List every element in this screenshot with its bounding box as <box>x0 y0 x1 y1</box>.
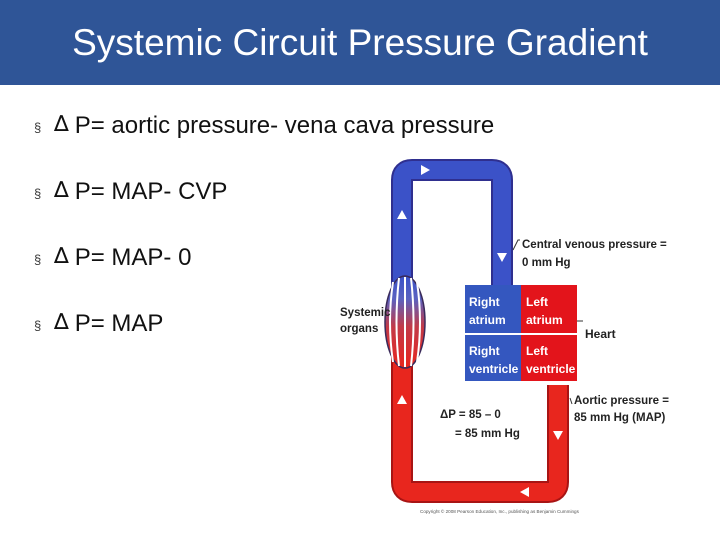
arrow-left-icon <box>520 487 529 497</box>
aortic-label-2: 85 mm Hg (MAP) <box>574 412 666 424</box>
heart-chambers: Right atrium Left atrium Right ventricle… <box>465 285 577 381</box>
right-atrium-label-1: Right <box>469 295 500 309</box>
right-atrium-box <box>465 285 521 333</box>
cvp-label-2: 0 mm Hg <box>522 257 571 269</box>
bullet-text: P= MAP <box>74 310 164 337</box>
arrow-down-icon <box>497 253 507 262</box>
left-ventricle-label-1: Left <box>526 344 548 358</box>
systemic-organs-icon <box>384 275 426 369</box>
arrow-down-icon <box>553 431 563 440</box>
delta-p-label-1: ΔP = 85 – 0 <box>440 409 501 421</box>
slide-title: Systemic Circuit Pressure Gradient <box>72 21 648 63</box>
bullet-marker: § <box>34 252 42 267</box>
arrow-up-icon <box>397 395 407 404</box>
left-ventricle-label-2: ventricle <box>526 362 576 376</box>
bullet-text: P= MAP- 0 <box>74 244 192 271</box>
systemic-organs-label-1: Systemic <box>340 307 391 319</box>
delta-symbol: ∆ <box>54 244 69 269</box>
bullet-item: § ∆ P= MAP- CVP <box>34 178 494 244</box>
right-ventricle-label-1: Right <box>469 344 500 358</box>
delta-p-label-2: = 85 mm Hg <box>455 428 520 440</box>
systemic-organs-label-2: organs <box>340 323 378 335</box>
cvp-label-1: Central venous pressure = <box>522 239 667 251</box>
delta-symbol: ∆ <box>54 310 69 335</box>
bullet-marker: § <box>34 318 42 333</box>
left-atrium-label-2: atrium <box>526 313 563 327</box>
bullet-list: § ∆ P= aortic pressure- vena cava pressu… <box>34 112 494 376</box>
right-ventricle-box <box>465 335 521 381</box>
left-ventricle-box <box>521 335 577 381</box>
right-ventricle-label-2: ventricle <box>469 362 519 376</box>
bullet-text: P= aortic pressure- vena cava pressure <box>74 112 495 139</box>
bullet-item: § ∆ P= aortic pressure- vena cava pressu… <box>34 112 494 178</box>
right-atrium-label-2: atrium <box>469 313 506 327</box>
aortic-leader-line <box>569 397 573 405</box>
aortic-label-1: Aortic pressure = <box>574 395 669 407</box>
copyright-notice: Copyright © 2008 Pearson Education, Inc.… <box>420 508 580 514</box>
arterial-loop <box>391 340 569 503</box>
bullet-marker: § <box>34 120 42 135</box>
title-bar: Systemic Circuit Pressure Gradient <box>0 0 720 85</box>
left-atrium-box <box>521 285 577 333</box>
bullet-item: § ∆ P= MAP- 0 <box>34 244 494 310</box>
bullet-marker: § <box>34 186 42 201</box>
bullet-text: P= MAP- CVP <box>74 178 228 205</box>
delta-symbol: ∆ <box>54 112 69 137</box>
arrow-up-icon <box>397 210 407 219</box>
delta-symbol: ∆ <box>54 178 69 203</box>
venous-loop <box>391 159 513 292</box>
heart-label: Heart <box>585 327 616 341</box>
left-atrium-label-1: Left <box>526 295 548 309</box>
cvp-leader-line <box>512 239 520 251</box>
arrow-right-icon <box>421 165 430 175</box>
bullet-item: § ∆ P= MAP <box>34 310 494 376</box>
